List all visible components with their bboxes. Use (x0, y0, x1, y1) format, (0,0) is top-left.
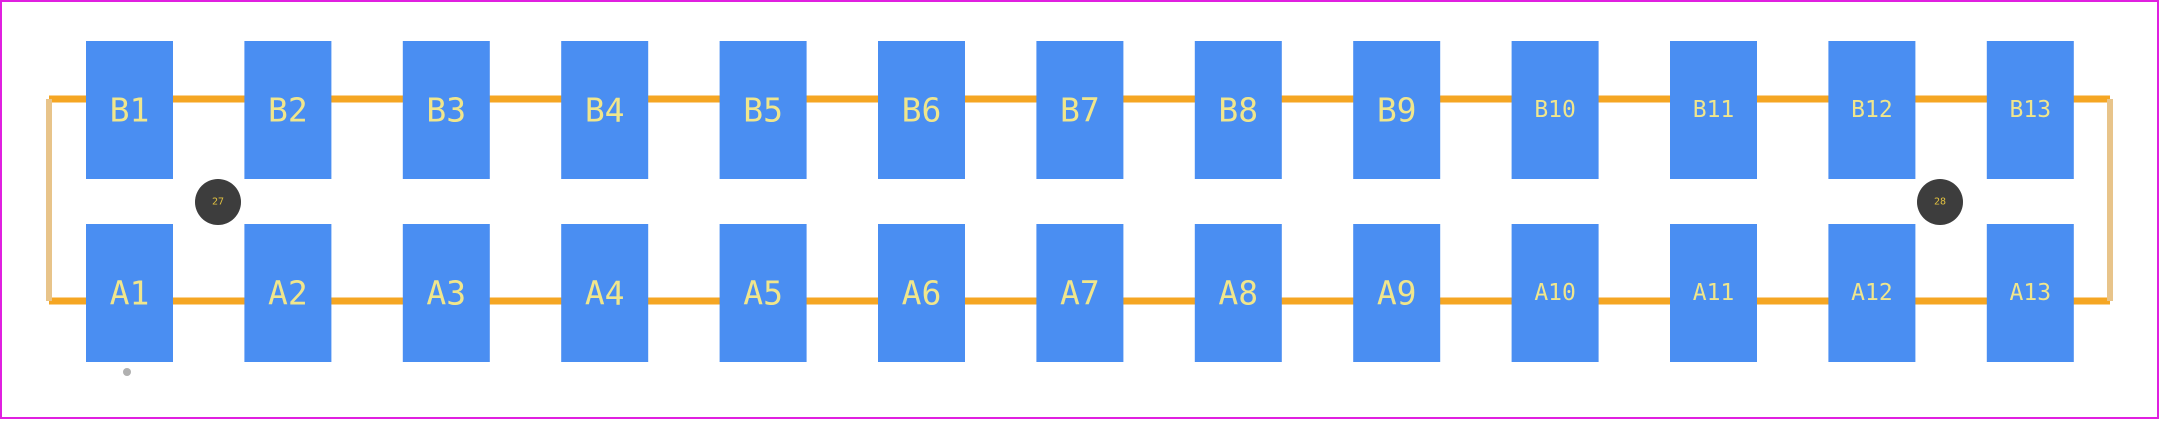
pad-b-6-label: B6 (902, 91, 942, 130)
pad-a-6-label: A6 (902, 274, 942, 313)
pad-b-13 (1986, 41, 2074, 179)
mount-hole-28-label: 28 (1934, 197, 1946, 208)
mount-hole-27 (195, 179, 241, 225)
pad-b-12 (1828, 41, 1916, 179)
pin1-marker (123, 368, 131, 376)
pad-a-5 (719, 224, 807, 362)
pad-a-7-label: A7 (1060, 274, 1100, 313)
pad-b-3 (402, 41, 490, 179)
pad-a-1-label: A1 (110, 274, 150, 313)
pad-a-4-label: A4 (585, 274, 625, 313)
pad-b-10 (1511, 41, 1599, 179)
pad-b-12-label: B12 (1851, 97, 1893, 123)
pad-a-13-label: A13 (2010, 280, 2052, 306)
pad-a-10 (1511, 224, 1599, 362)
pad-row-a: A1 A2 A3 A4 A5 A6 A7 A8 A9 A10 A11 A12 A13 (86, 224, 2074, 362)
pad-a-10-label: A10 (1534, 280, 1576, 306)
pad-a-2 (244, 224, 332, 362)
pad-a-13 (1986, 224, 2074, 362)
pad-b-7 (1036, 41, 1124, 179)
pad-a-4 (561, 224, 649, 362)
pad-a-8-label: A8 (1218, 274, 1258, 313)
pad-a-9 (1353, 224, 1441, 362)
pad-a-3 (402, 224, 490, 362)
pad-a-6 (878, 224, 965, 362)
pad-a-7 (1036, 224, 1124, 362)
mount-holes: 27 28 (195, 179, 1963, 225)
pad-a-11 (1670, 224, 1757, 362)
pad-b-10-label: B10 (1534, 97, 1576, 123)
pad-row-b: B1 B2 B3 B4 B5 B6 B7 B8 B9 B10 B11 B12 B13 (86, 41, 2074, 179)
pad-b-11 (1670, 41, 1757, 179)
pad-b-9-label: B9 (1377, 91, 1417, 130)
pad-a-3-label: A3 (426, 274, 466, 313)
pad-a-2-label: A2 (268, 274, 308, 313)
pad-b-3-label: B3 (426, 91, 466, 130)
pad-a-12 (1828, 224, 1916, 362)
pad-b-4 (561, 41, 649, 179)
pad-a-1 (86, 224, 173, 362)
pad-b-8-label: B8 (1218, 91, 1258, 130)
pad-b-13-label: B13 (2010, 97, 2052, 123)
pad-b-11-label: B11 (1693, 97, 1735, 123)
pad-b-6 (878, 41, 965, 179)
mount-hole-27-label: 27 (212, 197, 224, 208)
pad-b-5-label: B5 (743, 91, 783, 130)
pad-b-2-label: B2 (268, 91, 308, 130)
pad-b-2 (244, 41, 332, 179)
pad-a-12-label: A12 (1851, 280, 1893, 306)
pad-b-8 (1194, 41, 1282, 179)
pad-a-9-label: A9 (1377, 274, 1417, 313)
pad-b-9 (1353, 41, 1441, 179)
pad-a-8 (1194, 224, 1282, 362)
mount-hole-28 (1917, 179, 1963, 225)
pad-b-1 (86, 41, 173, 179)
pad-a-11-label: A11 (1693, 280, 1735, 306)
pad-b-7-label: B7 (1060, 91, 1100, 130)
pad-b-4-label: B4 (585, 91, 625, 130)
pad-a-5-label: A5 (743, 274, 783, 313)
pad-b-5 (719, 41, 807, 179)
pad-b-1-label: B1 (110, 91, 150, 130)
